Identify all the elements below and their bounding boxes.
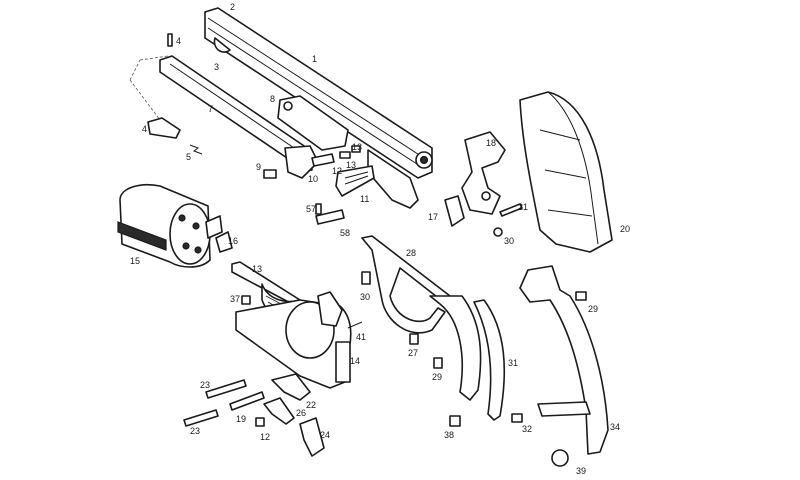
callout-7: 7 [208,104,213,114]
callout-1: 1 [312,54,317,64]
callout-18: 18 [486,138,496,148]
callout-31: 31 [508,358,518,368]
callout-10: 10 [308,174,318,184]
loading-lever [159,55,319,179]
lower-small-parts [183,203,461,457]
callout-27: 27 [408,348,418,358]
callout-30b: 30 [504,236,514,246]
callout-8: 8 [270,94,275,104]
callout-22: 22 [306,400,316,410]
callout-13c: 13 [252,264,262,274]
callout-24: 24 [320,430,330,440]
back-strap-part [473,299,506,421]
screws-latch [263,145,375,197]
callout-41: 41 [356,332,366,342]
callout-14: 14 [350,356,360,366]
callout-23b: 23 [190,426,200,436]
callout-16: 16 [228,236,238,246]
callout-30a: 30 [360,292,370,302]
callout-29b: 29 [588,304,598,314]
callout-12b: 12 [260,432,270,442]
small-pins [129,33,203,155]
callout-9: 9 [256,162,261,172]
callout-38: 38 [444,430,454,440]
callout-13a: 13 [346,160,356,170]
trigger-guard [361,235,482,401]
wood-grip [519,91,613,253]
callout-2: 2 [230,2,235,12]
callout-58: 58 [340,228,350,238]
callout-13b: 13 [352,142,362,152]
callout-32: 32 [522,424,532,434]
frame [231,261,352,389]
callout-28: 28 [406,248,416,258]
cylinder [117,184,223,268]
hammer [444,131,523,237]
barrel [204,7,433,209]
callout-11: 11 [360,194,369,204]
callout-57: 57 [306,204,316,214]
callout-29a: 29 [432,372,442,382]
back-strap [511,265,609,467]
callout-4b: 4 [142,124,147,134]
callout-5: 5 [186,152,191,162]
callout-4a: 4 [176,36,181,46]
callout-20: 20 [620,224,630,234]
barrel-wedge [277,95,349,151]
callout-3: 3 [214,62,219,72]
callout-17: 17 [428,212,438,222]
callout-26: 26 [296,408,306,418]
callout-12a: 12 [332,166,342,176]
callout-labels: 1 2 3 4 4 5 7 8 9 10 11 12 13 13 13 14 1… [130,2,630,476]
callout-37: 37 [230,294,240,304]
callout-23a: 23 [200,380,210,390]
callout-34: 34 [610,422,620,432]
callout-19: 19 [236,414,246,424]
callout-39: 39 [576,466,586,476]
callout-15: 15 [130,256,140,266]
callout-21: 21 [518,202,528,212]
